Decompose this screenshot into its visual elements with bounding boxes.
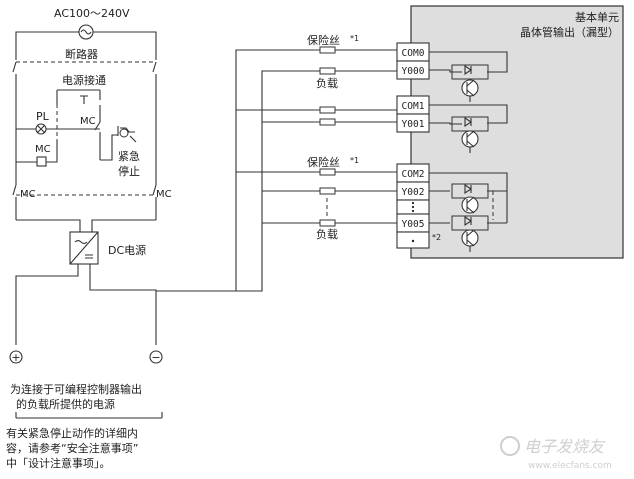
- terminal-com0-label: COM0: [402, 48, 425, 59]
- com-bus: [156, 49, 320, 292]
- transistor-icon: [461, 130, 479, 148]
- terminal-y002-label: Y002: [402, 187, 425, 198]
- mc-left-label: MC: [20, 189, 36, 200]
- terminal-y000-label: Y000: [402, 66, 425, 77]
- supply-caption-line1: 为连接于可编程控制器输出: [10, 382, 142, 396]
- load-y001: [319, 118, 336, 126]
- breaker-label: 断路器: [65, 47, 98, 61]
- ellipsis-dot: [411, 205, 415, 209]
- fuse-com0: [319, 46, 336, 54]
- load-label-bottom: 负载: [316, 227, 338, 241]
- watermark-logo-icon: [500, 436, 520, 456]
- mc-contact-label: MC: [80, 116, 96, 127]
- fuse-com2: [319, 168, 336, 176]
- load-bus: [156, 70, 320, 292]
- plus-terminal: [9, 350, 23, 364]
- watermark-cn: 电子发烧友: [524, 437, 606, 456]
- emergency-stop-line1: 紧急: [118, 149, 140, 163]
- fuse-label-top: 保险丝: [307, 33, 340, 47]
- supply-caption-line2: 的负载所提供的电源: [16, 397, 115, 411]
- load-label-top: 负载: [316, 76, 338, 90]
- minus-terminal-sign: −: [151, 351, 160, 364]
- estop-head: [119, 128, 129, 138]
- plus-terminal-sign: +: [11, 351, 20, 364]
- watermark: 电子发烧友 www.elecfans.com: [500, 436, 612, 471]
- ellipsis-dot: [411, 201, 415, 205]
- diode-icon: [464, 183, 472, 195]
- mc-coil-label: MC: [35, 144, 51, 155]
- mc-main-contacts: [12, 184, 157, 220]
- dc-input-wires: [16, 219, 156, 232]
- sine-icon: [80, 29, 92, 35]
- diode-icon: [464, 116, 472, 128]
- blank-dot: [411, 239, 415, 243]
- terminal-com1-label: COM1: [402, 101, 425, 112]
- caption-bracket: [15, 412, 163, 419]
- notes-caption-line3: 中「设计注意事项」。: [6, 456, 111, 470]
- transistor-circuit-0: [429, 51, 508, 102]
- base-unit-subtitle: 晶体管输出（漏型）: [520, 25, 619, 39]
- fuse-note-mid: *1: [350, 156, 359, 165]
- dc-supply-label: DC电源: [108, 243, 146, 257]
- fuse-wires: [335, 49, 397, 173]
- ac-voltage-label: AC100～240V: [54, 7, 130, 20]
- ac-feed-wires: [15, 31, 157, 60]
- transistor-circuit-2: [429, 172, 508, 252]
- ellipsis-dot: [411, 209, 415, 213]
- mc-contact: [94, 105, 101, 160]
- base-unit-title: 基本单元: [575, 10, 619, 24]
- emergency-stop-icon: [117, 126, 137, 143]
- fuse-note-top: *1: [350, 34, 359, 43]
- minus-terminal: [149, 350, 163, 364]
- fuse-com1: [319, 106, 336, 114]
- dc-output-wires: [15, 264, 157, 345]
- transistor-icon: [461, 79, 479, 97]
- terminal-y005-label: Y005: [402, 219, 425, 230]
- terminal-com2-label: COM2: [402, 169, 425, 180]
- diode-icon: [464, 64, 472, 76]
- transistor-icon: [461, 196, 479, 214]
- notes-caption-line1: 有关紧急停止动作的详细内: [6, 426, 138, 440]
- mc-coil-icon: [36, 156, 47, 167]
- load-wires: [335, 70, 397, 224]
- mc-right-label: MC: [156, 189, 172, 200]
- diode-icon: [464, 215, 472, 227]
- fuse-label-mid: 保险丝: [307, 155, 340, 169]
- estop-wire: [100, 134, 118, 161]
- power-on-switch: [56, 89, 101, 105]
- power-on-label: 电源接通: [62, 73, 106, 87]
- dc-symbol: [69, 231, 99, 265]
- terminal-y001-label: Y001: [402, 119, 425, 130]
- terminal-block: COM0 Y000 COM1 Y001 COM2 Y002 Y005: [396, 42, 430, 249]
- pilot-lamp-label: PL: [36, 110, 50, 123]
- watermark-en: www.elecfans.com: [528, 461, 612, 471]
- transistor-icon: [461, 229, 479, 247]
- load-y000: [319, 67, 336, 75]
- load-y002: [319, 187, 336, 195]
- base-unit-box: [410, 5, 624, 259]
- load-y005: [319, 219, 336, 227]
- transistor-circuit-1: [429, 104, 508, 153]
- coil-wires: [16, 140, 58, 163]
- notes-caption-line2: 容，请参考“安全注意事项”: [6, 441, 138, 455]
- terminal-note: *2: [432, 233, 441, 242]
- lamp-cross: [37, 125, 45, 133]
- emergency-stop-line2: 停止: [118, 164, 140, 178]
- breaker-contacts: [12, 61, 157, 73]
